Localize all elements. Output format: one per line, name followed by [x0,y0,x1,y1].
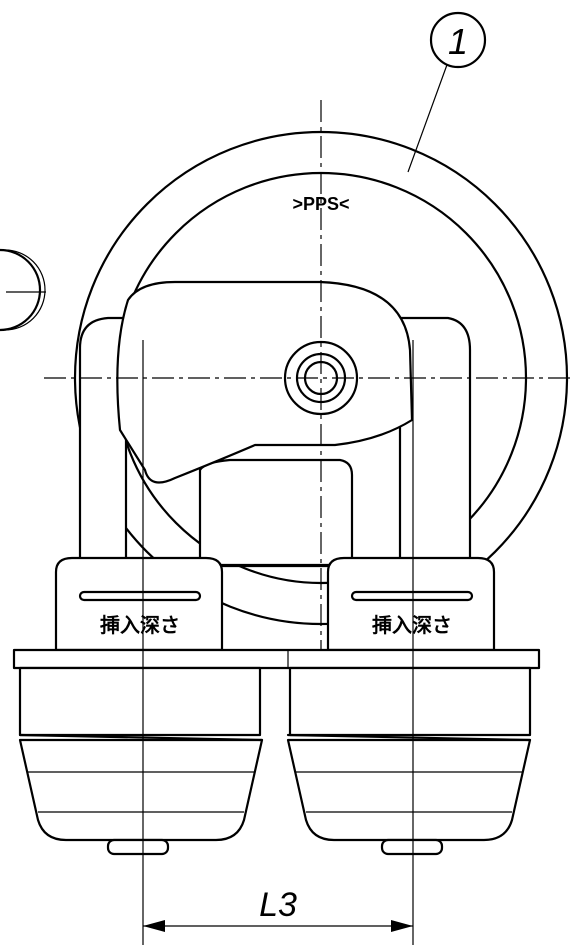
connector-block [12,556,541,856]
balloon-number: 1 [448,21,468,62]
swivel-body [78,280,472,567]
part-balloon: 1 [407,11,487,173]
depth-label-left: 挿入深さ [100,613,180,637]
dimension-l3: L3 [143,886,413,932]
centre-lines [44,100,572,945]
depth-label-right: 挿入深さ [372,613,452,637]
dimension-label: L3 [259,886,297,924]
material-mark: >PPS< [292,194,349,214]
